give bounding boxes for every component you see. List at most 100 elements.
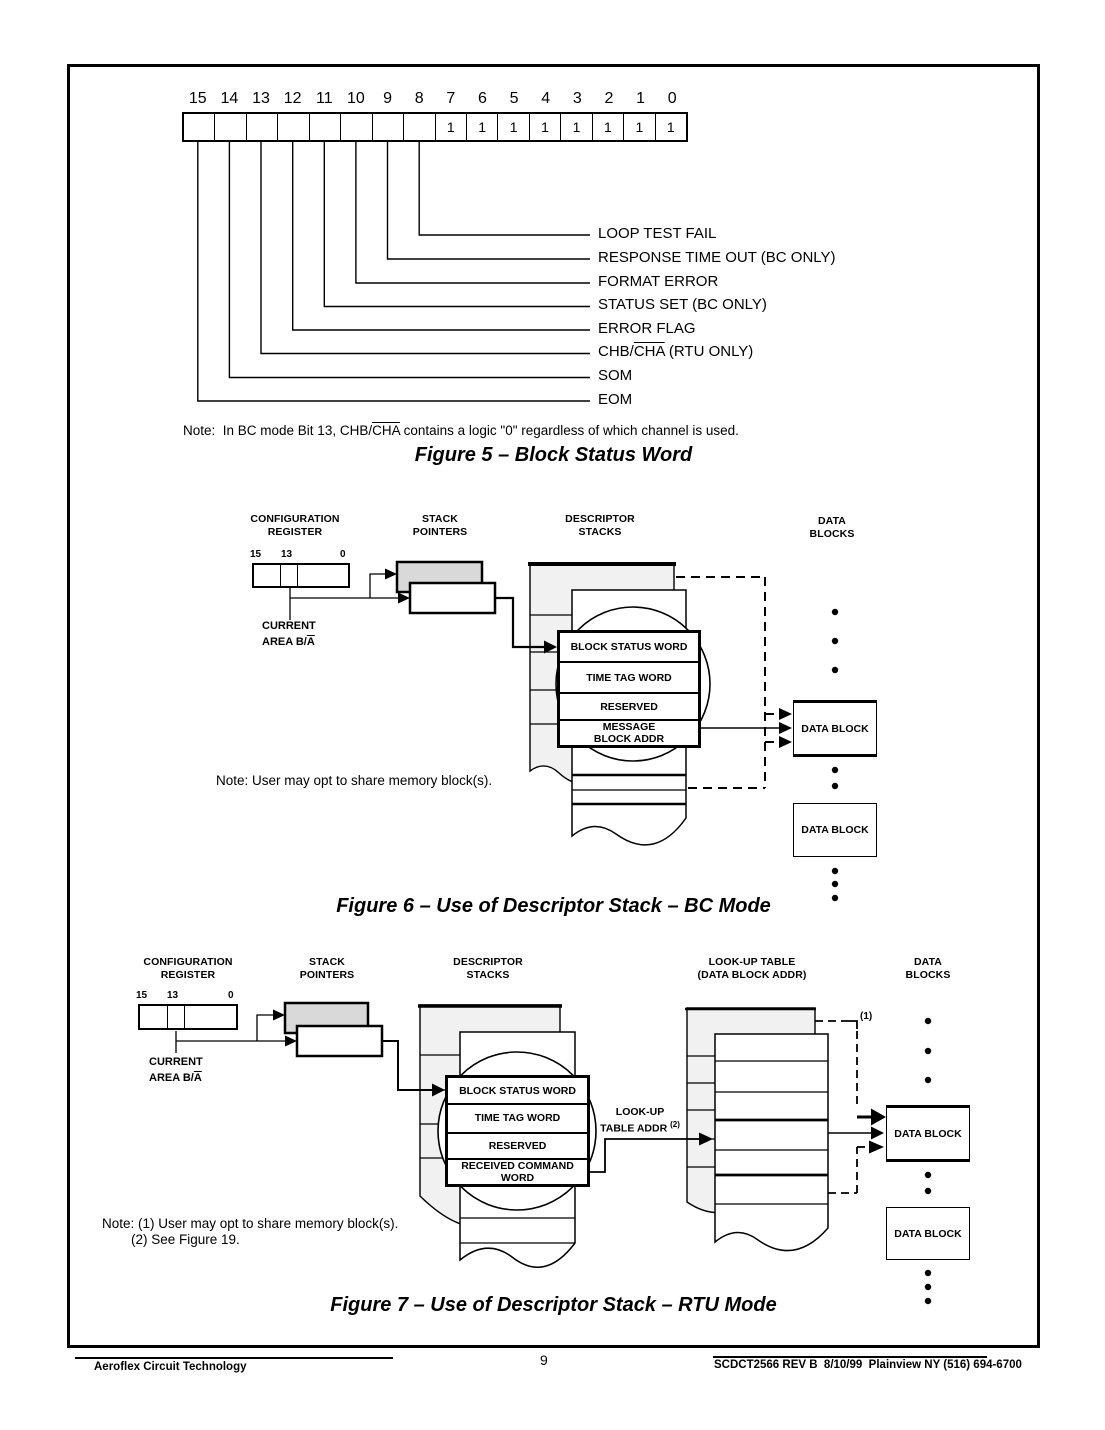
footer-left-rule [75, 1357, 393, 1359]
bit-cell [184, 114, 214, 140]
fig6-ellipsis-dots [831, 608, 839, 902]
fig6-note: Note: User may opt to share memory block… [216, 773, 493, 788]
label-text: SOM [598, 367, 633, 384]
fig5-bit-label: SOM [598, 367, 632, 384]
current-line: CURRENT [262, 620, 316, 632]
header-line: POINTERS [299, 969, 355, 981]
header-line: DATA [817, 515, 846, 527]
footer-company: Aeroflex Circuit Technology [94, 1361, 247, 1373]
header-line: DATA [913, 956, 942, 968]
fig7-ellipsis-dots [924, 1017, 932, 1305]
header-line: LOOK-UP TABLE [708, 956, 796, 968]
label-text: STATUS SET (BC ONLY) [598, 296, 767, 313]
label-text: FORMAT ERROR [598, 272, 719, 290]
fig6-arrowheads [385, 568, 792, 748]
current-line: CURRENT [149, 1056, 203, 1068]
bit-cell [371, 114, 403, 140]
register-divider [167, 1006, 169, 1028]
fig7-connectors [175, 1014, 871, 1173]
current-text: AREA B/ [262, 635, 307, 648]
fig7-dashed-links [815, 1020, 869, 1194]
current-overline: A [306, 635, 315, 648]
bit-number: 4 [541, 90, 551, 107]
lookup-addr-footnote: (2) [670, 1119, 680, 1129]
word-row: RESERVED [560, 692, 698, 719]
fig6-caption: Figure 6 – Use of Descriptor Stack – BC … [336, 895, 771, 917]
label-text: LOOP TEST FAIL [598, 224, 717, 242]
fig7-note-line-1: Note: (1) User may opt to share memory b… [102, 1216, 399, 1231]
fig5-bit-label: ERROR FLAG [598, 320, 696, 337]
fig6-register-bit-13: 13 [281, 549, 293, 560]
fig6-register-bit-0: 0 [340, 549, 346, 560]
current-text: AREA B/ [149, 1071, 194, 1084]
bit-number: 5 [509, 90, 519, 107]
fig5-leader-lines [197, 142, 590, 402]
page-border-frame [67, 64, 1040, 1348]
bit-number: 6 [477, 90, 487, 107]
bit-cell: 1 [528, 114, 560, 140]
current-line: AREA B/A [149, 1071, 203, 1087]
footer-doc-info: SCDCT2566 REV B 8/10/99 Plainview NY (51… [714, 1359, 1022, 1371]
bit-cell [308, 114, 340, 140]
bit-number: 7 [446, 90, 456, 107]
fig5-note: Note: In BC mode Bit 13, CHB/CHA contain… [183, 423, 739, 438]
bit-number: 2 [604, 90, 614, 107]
fig5-bit-label: LOOP TEST FAIL [598, 225, 716, 242]
header-line: STACK [309, 956, 345, 968]
bit-cell [214, 114, 245, 140]
fig5-bit-label: FORMAT ERROR [598, 273, 718, 290]
fig7-register-bit-15: 15 [136, 990, 148, 1001]
label-text: RESPONSE TIME OUT (BC ONLY) [598, 248, 836, 266]
word-row: BLOCK STATUS WORD [459, 1084, 576, 1097]
header-line: BLOCKS [809, 528, 855, 540]
fig6-descriptor-word-box: BLOCK STATUS WORD TIME TAG WORD RESERVED… [557, 630, 701, 748]
footer-page-number: 9 [540, 1352, 548, 1368]
bit-cell [340, 114, 371, 140]
word-row: RESERVED [448, 1131, 587, 1158]
fig7-footnote-1-marker: (1) [860, 1011, 873, 1022]
fig7-lookup-table-addr-label: LOOK-UP TABLE ADDR (2) [594, 1106, 686, 1135]
fig7-current-area-label: CURRENT AREA B/A [149, 1055, 203, 1086]
header-line: DESCRIPTOR [565, 513, 635, 525]
bit-number: 1 [636, 90, 646, 107]
word-row-line: RECEIVED COMMAND [461, 1160, 574, 1172]
note-text: contains a logic "0" regardless of which… [399, 423, 739, 438]
word-row: TIME TAG WORD [560, 661, 698, 692]
fig7-register-bit-0: 0 [228, 990, 234, 1001]
bit-number: 9 [383, 90, 393, 107]
bit-cell: 1 [591, 114, 623, 140]
word-row: TIME TAG WORD [448, 1103, 587, 1131]
label-text: CHB/ [598, 343, 634, 360]
bit-number: 8 [414, 90, 424, 107]
fig6-stack-pointer-boxes [395, 560, 497, 615]
fig7-caption: Figure 7 – Use of Descriptor Stack – RTU… [330, 1294, 777, 1316]
word-row-line: BLOCK ADDR [593, 733, 665, 745]
fig5-bit-label: RESPONSE TIME OUT (BC ONLY) [598, 249, 836, 266]
bit-number: 13 [252, 90, 270, 107]
header-line: (DATA BLOCK ADDR) [697, 969, 807, 981]
bit-cell [403, 114, 434, 140]
register-divider [280, 565, 282, 586]
header-line: CONFIGURATION [143, 956, 233, 968]
fig7-header-lookup-table: LOOK-UP TABLE(DATA BLOCK ADDR) [672, 956, 832, 982]
header-line: STACK [422, 513, 458, 525]
fig6-data-block-2: DATA BLOCK [793, 803, 877, 857]
fig5-bit-label: EOM [598, 391, 632, 408]
bit-number: 11 [316, 90, 333, 107]
bit-cell: 1 [623, 114, 654, 140]
lookup-addr-line: TABLE ADDR (2) [594, 1119, 686, 1135]
note-overline: CHA [372, 423, 400, 438]
header-line: STACKS [578, 526, 622, 538]
fig7-lookup-table-shape [685, 1007, 829, 1252]
register-divider [184, 1006, 186, 1028]
header-line: STACKS [466, 969, 510, 981]
fig7-stack-pointer-boxes [283, 1001, 384, 1058]
fig6-register-bit-15: 15 [250, 549, 262, 560]
bit-number: 15 [188, 90, 207, 107]
label-text: ERROR FLAG [598, 319, 696, 337]
fig5-bit-label: CHB/CHA (RTU ONLY) [598, 343, 753, 360]
